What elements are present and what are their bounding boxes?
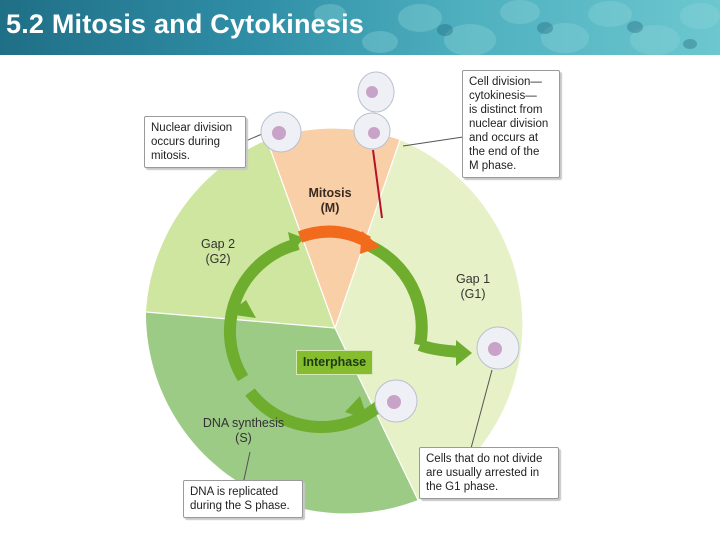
arrowhead-g1-exit [456,340,472,366]
arrowhead-g2 [228,300,256,318]
title-bar: 5.2 Mitosis and Cytokinesis [0,0,720,55]
cycle-arrow-g2 [223,238,300,382]
callout-nuclear-division: Nuclear division occurs during mitosis. [144,116,246,168]
callout-arrested-g1: Cells that do not divide are usually arr… [419,447,559,499]
arrowhead-mitosis [360,231,380,254]
gap2-sector [146,140,335,328]
synthesis-label: DNA synthesis (S) [202,416,285,445]
cycle-arrow-g1-exit [417,339,461,358]
gap2-label: Gap 2 (G2) [200,237,236,266]
cell-texture-background [314,0,720,55]
callout-cytokinesis: Cell division— cytokinesis— is distinct … [462,70,560,178]
arrowhead-s [345,396,368,420]
cell-icon-top-2 [353,112,391,150]
mitosis-label: Mitosis (M) [308,186,352,215]
page-title: 5.2 Mitosis and Cytokinesis [6,9,365,39]
cytokinesis-marker [372,149,383,219]
cell-icon-nuclear [260,111,302,153]
cell-icon-s [374,379,418,423]
cycle-arrow-g1 [367,240,428,347]
interphase-label: Interphase [296,350,373,375]
callout-dna-replicated: DNA is replicated during the S phase. [183,480,303,518]
gap1-label: Gap 1 (G1) [455,272,491,301]
cell-icon-g1 [476,326,520,370]
cell-icon-top-1 [357,71,395,113]
cell-cycle-diagram: Mitosis (M) Gap 2 (G2) Gap 1 (G1) DNA sy… [0,55,720,540]
